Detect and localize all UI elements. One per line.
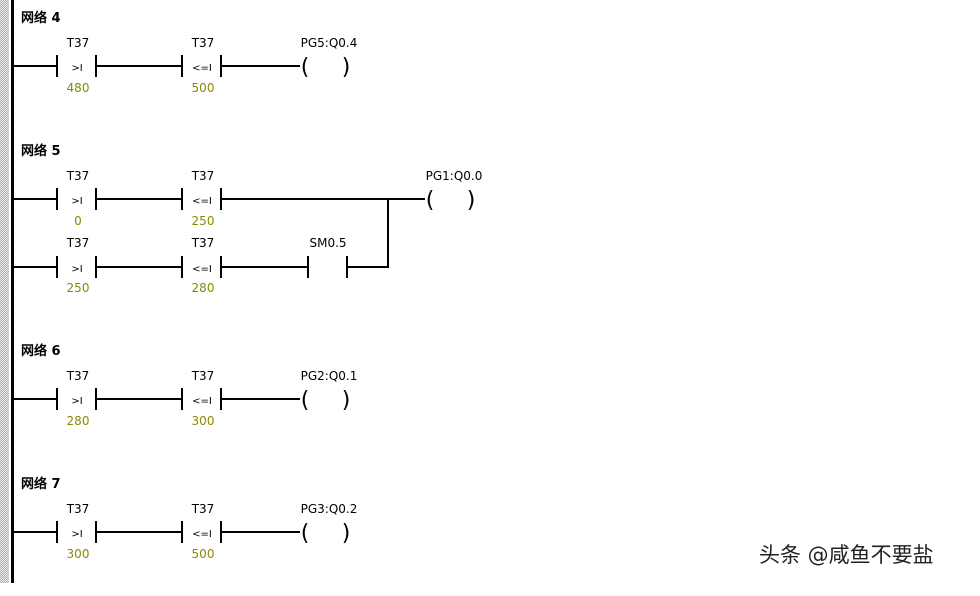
network-7[interactable]: 网络 7 T37 >I 300 T37 <=I 500 PG3:Q0.2 ( ) <box>0 466 700 596</box>
contact-address: T37 <box>191 169 215 183</box>
watermark: 头条 @咸鱼不要盐 <box>759 543 934 567</box>
coil-close-paren: ) <box>467 188 476 213</box>
network-6[interactable]: 网络 6 T37 >I 280 T37 <=I 300 PG2:Q0.1 ( ) <box>0 333 700 463</box>
output-coil[interactable]: PG3:Q0.2 ( ) <box>301 502 358 546</box>
compare-value: 480 <box>67 81 90 95</box>
network-title: 网络 7 <box>21 477 61 492</box>
compare-contact-le[interactable]: T37 <=I 500 <box>191 502 215 561</box>
compare-contact-le[interactable]: T37 <=I 500 <box>191 36 215 95</box>
network-title: 网络 5 <box>21 144 61 159</box>
compare-contact-gt[interactable]: T37 >I 0 <box>66 169 90 228</box>
ladder-rung-network-5: T37 >I 0 T37 <=I 250 PG1:Q0.0 ( ) T37 >I… <box>14 169 483 295</box>
compare-value: 500 <box>192 81 215 95</box>
coil-address: PG5:Q0.4 <box>301 36 358 50</box>
compare-operator: >I <box>71 529 82 540</box>
contact-address: T37 <box>66 236 90 250</box>
compare-value: 300 <box>67 547 90 561</box>
coil-address: PG1:Q0.0 <box>426 169 483 183</box>
compare-value: 0 <box>74 214 82 228</box>
compare-value: 300 <box>192 414 215 428</box>
coil-close-paren: ) <box>342 521 351 546</box>
compare-operator: >I <box>71 264 82 275</box>
compare-operator: >I <box>71 63 82 74</box>
left-margin-rail <box>0 0 9 583</box>
contact-address: T37 <box>66 36 90 50</box>
compare-contact-le[interactable]: T37 <=I 300 <box>191 369 215 428</box>
compare-operator: <=I <box>192 63 212 74</box>
coil-close-paren: ) <box>342 388 351 413</box>
coil-close-paren: ) <box>342 55 351 80</box>
power-rail <box>11 0 14 583</box>
compare-value: 280 <box>192 281 215 295</box>
compare-operator: <=I <box>192 396 212 407</box>
compare-value: 250 <box>192 214 215 228</box>
coil-open-paren: ( <box>301 521 310 546</box>
output-coil[interactable]: PG5:Q0.4 ( ) <box>301 36 358 80</box>
coil-address: PG2:Q0.1 <box>301 369 358 383</box>
compare-operator: >I <box>71 396 82 407</box>
coil-open-paren: ( <box>301 55 310 80</box>
contact-address: T37 <box>66 369 90 383</box>
compare-operator: >I <box>71 196 82 207</box>
compare-operator: <=I <box>192 264 212 275</box>
output-coil[interactable]: PG1:Q0.0 ( ) <box>426 169 483 213</box>
ladder-rung-network-6: T37 >I 280 T37 <=I 300 PG2:Q0.1 ( ) <box>14 369 358 428</box>
compare-contact-le[interactable]: T37 <=I 280 <box>191 236 215 295</box>
network-5[interactable]: 网络 5 T37 >I 0 <box>0 133 700 303</box>
compare-contact-gt[interactable]: T37 >I 250 <box>66 236 90 295</box>
compare-contact-gt[interactable]: T37 >I 300 <box>66 502 90 561</box>
compare-value: 500 <box>192 547 215 561</box>
compare-operator: <=I <box>192 529 212 540</box>
coil-open-paren: ( <box>426 188 435 213</box>
ladder-rung-network-4: T37 >I 480 T37 <=I 500 PG5:Q0.4 ( ) <box>14 36 358 95</box>
contact-address: T37 <box>191 502 215 516</box>
compare-value: 250 <box>67 281 90 295</box>
contact-address: T37 <box>66 502 90 516</box>
compare-contact-gt[interactable]: T37 >I 480 <box>66 36 90 95</box>
coil-open-paren: ( <box>301 388 310 413</box>
contact-address: T37 <box>191 36 215 50</box>
compare-contact-le[interactable]: T37 <=I 250 <box>191 169 215 228</box>
ladder-rung-network-7: T37 >I 300 T37 <=I 500 PG3:Q0.2 ( ) <box>14 502 358 561</box>
network-title: 网络 6 <box>21 344 61 359</box>
contact-address: T37 <box>191 369 215 383</box>
contact-address: SM0.5 <box>309 236 346 250</box>
compare-contact-gt[interactable]: T37 >I 280 <box>66 369 90 428</box>
contact-address: T37 <box>66 169 90 183</box>
normally-open-contact[interactable]: SM0.5 <box>309 236 346 250</box>
compare-value: 280 <box>67 414 90 428</box>
network-4[interactable]: 网络 4 T37 >I 480 T37 <=I 500 PG5:Q0.4 ( ) <box>0 0 700 130</box>
output-coil[interactable]: PG2:Q0.1 ( ) <box>301 369 358 413</box>
contact-address: T37 <box>191 236 215 250</box>
network-title: 网络 4 <box>21 11 61 26</box>
coil-address: PG3:Q0.2 <box>301 502 358 516</box>
compare-operator: <=I <box>192 196 212 207</box>
